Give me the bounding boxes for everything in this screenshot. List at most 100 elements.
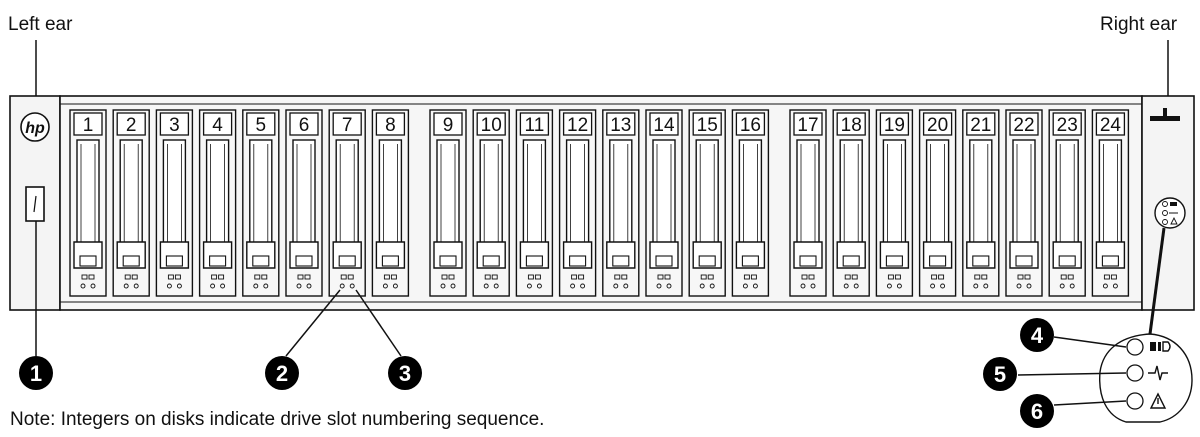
drive-led-icon: [974, 274, 981, 280]
drive-bay: 12: [558, 109, 597, 297]
power-switch: [25, 186, 45, 222]
drive-led-icon: [218, 274, 225, 280]
drive-led-icon: [938, 274, 945, 280]
chassis: [9, 95, 1195, 311]
drive-led-icon: [124, 274, 131, 280]
drive-bay: 21: [962, 109, 1000, 297]
drive-slot-number: 19: [884, 115, 905, 136]
drive-bay: 18: [832, 109, 870, 297]
led-panel-detail: [1099, 333, 1193, 423]
drive-bay: 15: [688, 109, 726, 297]
drive-led-icon: [707, 274, 714, 280]
callout-2: 2: [265, 356, 299, 390]
drive-bay: 9: [429, 109, 467, 297]
drive-led-icon: [254, 274, 261, 280]
drive-led-icon: [571, 274, 578, 280]
drive-led-icon: [340, 274, 347, 280]
drive-bay: 1: [69, 109, 107, 297]
drive-led-icon: [851, 274, 858, 280]
led-panel-small: [1154, 197, 1186, 229]
drive-led-icon: [1110, 274, 1117, 280]
right-ear-label: Right ear: [1100, 14, 1178, 35]
drive-led-icon: [700, 274, 707, 280]
heartbeat-led-icon: [1126, 364, 1168, 382]
drive-slot-number: 1: [83, 115, 94, 136]
fault-led-icon: [1126, 392, 1167, 410]
drive-led-icon: [390, 274, 397, 280]
drive-led-icon: [750, 274, 757, 280]
drive-led-icon: [1060, 274, 1067, 280]
drive-bay: 22: [1005, 109, 1043, 297]
drive-led-icon: [578, 274, 585, 280]
left-ear-label: Left ear: [8, 14, 73, 35]
drive-led-icon: [261, 274, 268, 280]
drive-bay: 8: [371, 109, 410, 297]
led-panel-outline: [1099, 333, 1193, 423]
drive-slot-number: 6: [299, 115, 310, 136]
drive-led-icon: [167, 274, 174, 280]
drive-led-icon: [657, 274, 664, 280]
drive-led-icon: [1017, 274, 1024, 280]
drive-bay: 7: [328, 109, 366, 297]
right-ear: [1141, 95, 1195, 311]
note-text: Note: Integers on disks indicate drive s…: [10, 409, 544, 430]
drive-slot-number: 9: [443, 115, 454, 136]
drive-bay: 19: [875, 109, 914, 297]
drive-slot-number: 10: [481, 115, 502, 136]
drive-led-icon: [491, 274, 498, 280]
drive-slot-number: 13: [610, 115, 631, 136]
drive-bay: 20: [918, 109, 957, 297]
drive-led-icon: [88, 274, 95, 280]
svg-text:5: 5: [994, 362, 1006, 387]
drive-slot-number: 3: [169, 115, 180, 136]
right-ear-latch: [1150, 116, 1180, 121]
drive-led-icon: [931, 274, 938, 280]
callout-6: 6: [1020, 394, 1054, 428]
svg-text:4: 4: [1031, 323, 1044, 348]
drive-bay: 5: [242, 109, 280, 297]
hp-logo: hp: [20, 112, 50, 142]
drive-led-icon: [297, 274, 304, 280]
drive-led-icon: [894, 274, 901, 280]
drive-bay: 13: [602, 109, 640, 297]
svg-text:2: 2: [276, 361, 288, 386]
drive-led-icon: [527, 274, 534, 280]
drive-slot-number: 15: [697, 115, 718, 136]
drive-led-icon: [484, 274, 491, 280]
drive-led-icon: [887, 274, 894, 280]
drive-bay: 4: [198, 109, 237, 297]
drive-bay: 16: [731, 109, 770, 297]
drive-led-icon: [614, 274, 621, 280]
drive-slot-number: 4: [212, 115, 223, 136]
drive-bay: 6: [285, 109, 323, 297]
drive-led-icon: [808, 274, 815, 280]
drive-slot-number: 24: [1100, 115, 1122, 136]
drive-slot-number: 20: [927, 115, 948, 136]
drive-led-icon: [131, 274, 138, 280]
right-ear-features: [1150, 108, 1186, 229]
drive-led-icon: [534, 274, 541, 280]
drive-led-icon: [1024, 274, 1031, 280]
callout-3: 3: [388, 356, 422, 390]
drive-slot-number: 14: [653, 115, 675, 136]
drive-led-icon: [801, 274, 808, 280]
svg-text:1: 1: [30, 361, 42, 386]
drive-led-icon: [81, 274, 88, 280]
drive-bay: 2: [112, 109, 150, 297]
drive-bay: 14: [645, 109, 683, 297]
drive-led-icon: [621, 274, 628, 280]
drive-slot-number: 16: [740, 115, 761, 136]
callout-1: 1: [19, 356, 53, 390]
drive-slot-number: 21: [970, 115, 991, 136]
drive-led-icon: [383, 274, 390, 280]
hp-logo-text: hp: [25, 120, 45, 137]
chassis-body: [59, 95, 1143, 311]
drive-bay: 11: [515, 109, 554, 297]
callout-5: 5: [983, 357, 1017, 391]
callout-4: 4: [1020, 318, 1054, 352]
drive-led-icon: [448, 274, 455, 280]
drive-bay: 3: [155, 109, 194, 297]
drive-led-icon: [1067, 274, 1074, 280]
